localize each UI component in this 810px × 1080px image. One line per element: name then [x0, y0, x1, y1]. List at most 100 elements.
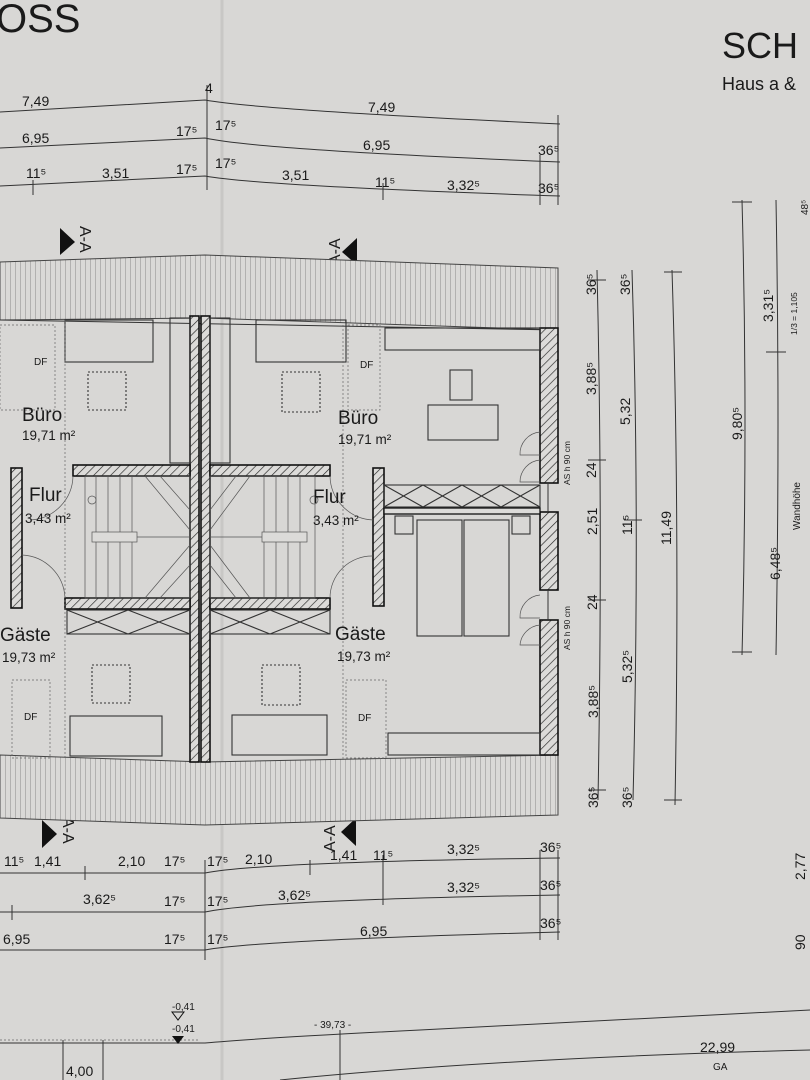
room-area: 19,73 m² [337, 649, 391, 664]
dim-label: 36⁵ [540, 877, 561, 893]
dim-label: 4 [205, 80, 213, 96]
dim-label: 2,77 [792, 853, 808, 880]
stair-start-icon [87, 495, 97, 505]
stair-wall [209, 464, 331, 477]
dimension-labels-top: 7,49 4 7,49 6,95 17⁵ 17⁵ 6,95 36⁵ 11⁵ 3,… [22, 80, 559, 196]
roof-window-labels: DF DF DF DF [24, 357, 373, 724]
partition-wall [10, 467, 23, 609]
dim-label: 17⁵ [176, 123, 197, 139]
nightstand [511, 515, 531, 535]
level-marker-icon [171, 1011, 185, 1021]
roof-window-label: DF [24, 712, 37, 723]
dim-label: 17⁵ [164, 853, 185, 869]
section-label: A-A [76, 226, 93, 253]
table [91, 664, 131, 704]
sofa [69, 715, 163, 757]
chair [449, 369, 473, 401]
party-wall [189, 315, 200, 763]
room-area: 19,71 m² [22, 428, 76, 443]
dim-label: 36⁵ [585, 787, 601, 808]
dim-label: 24 [584, 594, 600, 610]
dim-label: 48⁵ [800, 200, 810, 215]
level-label: 22,99 [700, 1039, 735, 1055]
dim-label: 2,10 [118, 853, 145, 869]
room-area: 19,71 m² [338, 432, 392, 447]
room-labels: Büro 19,71 m² Büro 19,71 m² Flur 3,43 m²… [0, 405, 392, 665]
dim-label: 3,88⁵ [583, 362, 599, 395]
roof-window-label: DF [360, 360, 373, 371]
stair-wall [209, 597, 331, 610]
section-arrow-icon [42, 820, 57, 848]
stair-start-icon [309, 495, 319, 505]
dim-label: 6,95 [3, 931, 30, 947]
plan-title: OSS [0, 0, 80, 41]
wardrobe [66, 609, 191, 635]
section-arrow-icon [341, 818, 356, 846]
dim-label: 36⁵ [617, 274, 633, 295]
dim-label: 3,32⁵ [447, 177, 480, 193]
table [87, 371, 127, 411]
room-area: 3,43 m² [25, 511, 71, 526]
dim-label: 7,49 [22, 93, 49, 109]
dim-label: 3,62⁵ [83, 891, 116, 907]
sofa [64, 319, 154, 363]
dim-label: 9,80⁵ [729, 407, 745, 440]
section-label: A-A [327, 238, 344, 265]
dimension-lines-bottom [0, 850, 561, 960]
roof-window-label: DF [34, 357, 47, 368]
opening-label: AS h 90 cm [562, 606, 572, 650]
bed [416, 519, 463, 637]
dim-label: 2,51 [584, 508, 600, 535]
dimension-lines-top [0, 85, 561, 205]
dim-label: 3,51 [282, 167, 309, 183]
dim-label: 17⁵ [215, 155, 236, 171]
dim-label: 11⁵ [373, 847, 393, 863]
roof-eave-bottom [0, 754, 559, 826]
level-label: 4,00 [66, 1063, 93, 1079]
wardrobe [387, 732, 541, 756]
level-marker-icon [172, 1036, 184, 1044]
roof-window-label: DF [358, 713, 371, 724]
party-wall [200, 315, 211, 763]
section-arrow-icon [342, 238, 357, 265]
site-lines [0, 1009, 810, 1080]
dim-label: 90 [792, 934, 808, 950]
dim-label: 36⁵ [538, 142, 559, 158]
dim-label: 11⁵ [375, 174, 395, 190]
dim-label: 24 [583, 462, 599, 478]
room-name: Gäste [0, 625, 51, 646]
dimension-lines-right [588, 199, 786, 806]
dim-label: 17⁵ [207, 893, 228, 909]
dim-label: 17⁵ [215, 117, 236, 133]
sheet-title: SCH [722, 25, 798, 66]
exterior-wall [539, 327, 559, 484]
wardrobe [383, 484, 541, 508]
dim-label: 17⁵ [164, 893, 185, 909]
section-markers: A-A A-A A-A A-A [42, 226, 357, 852]
dim-label: 6,95 [360, 923, 387, 939]
dim-label: 17⁵ [164, 931, 185, 947]
bed [463, 519, 510, 637]
dim-label: 36⁵ [619, 787, 635, 808]
room-name: Flur [313, 487, 346, 508]
shelf [169, 317, 191, 464]
dim-label: 36⁵ [540, 915, 561, 931]
wardrobe [384, 327, 541, 351]
wardrobe [209, 609, 331, 635]
dim-label: 3,62⁵ [278, 887, 311, 903]
dim-label: 17⁵ [207, 853, 228, 869]
dim-label: 5,32⁵ [619, 650, 635, 683]
room-area: 19,73 m² [2, 650, 56, 665]
section-label: A-A [59, 817, 76, 844]
dim-label: 3,88⁵ [585, 685, 601, 718]
room-name: Gäste [335, 624, 386, 645]
level-label: -0,41 [172, 1002, 195, 1013]
dim-label: 36⁵ [583, 274, 599, 295]
dimension-labels-bottom: 11⁵ 1,41 2,10 17⁵ 17⁵ 2,10 1,41 11⁵ 3,32… [3, 839, 561, 947]
dim-label: 36⁵ [540, 839, 561, 855]
exterior-wall [539, 511, 559, 591]
opening-label: AS h 90 cm [562, 441, 572, 485]
dim-label: 5,32 [617, 398, 633, 425]
dim-label: Wandhöhe [792, 482, 803, 530]
